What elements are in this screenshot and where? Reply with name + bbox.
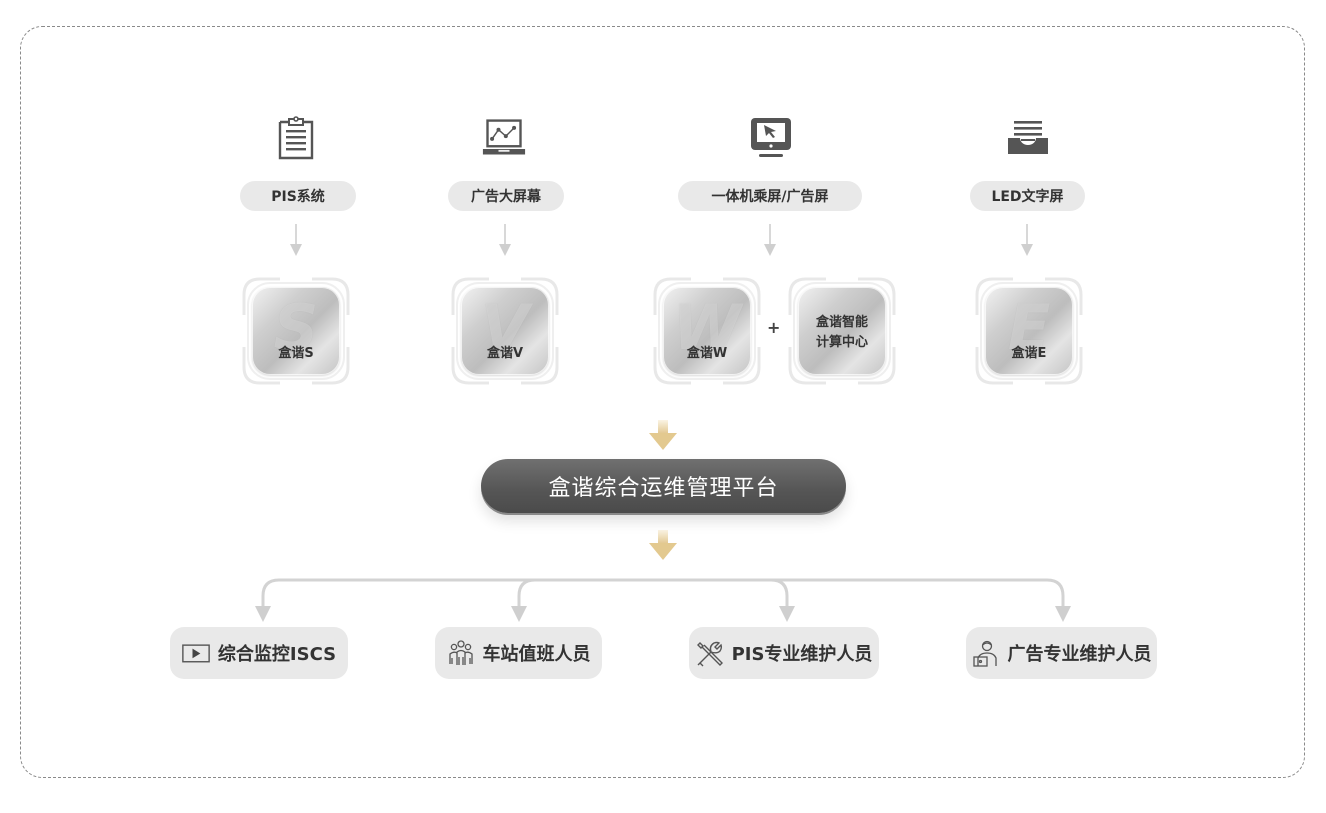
source-pill-ad-screen: 广告大屏幕	[448, 181, 564, 211]
monitor-cursor-icon	[751, 118, 791, 157]
chip-label-line2: 计算中心	[815, 335, 868, 350]
laptop-chart-icon	[482, 119, 526, 155]
plus-sign: +	[767, 318, 781, 337]
chip-label: 盒谐W	[686, 346, 728, 361]
chip-letter: W	[672, 291, 742, 364]
chip-label: 盒谐V	[486, 346, 524, 361]
product-chip-w: W 盒谐W	[651, 275, 763, 387]
product-chip-s: S 盒谐S	[240, 275, 352, 387]
diagram-frame	[20, 26, 1305, 778]
inbox-tray-icon	[1008, 121, 1048, 154]
role-box-iscs: 综合监控ISCS	[170, 627, 348, 679]
chip-label: 盒谐S	[278, 346, 314, 361]
source-pill-pis: PIS系统	[240, 181, 356, 211]
role-label: 车站值班人员	[482, 644, 591, 665]
arrow-down-icon	[499, 224, 511, 256]
role-label: 综合监控ISCS	[217, 644, 337, 665]
tools-icon	[696, 641, 723, 667]
role-box-ad-maintenance: 广告专业维护人员	[966, 627, 1157, 679]
product-chip-compute-center: 盒谐智能 计算中心	[786, 275, 898, 387]
source-pill-led: LED文字屏	[970, 181, 1085, 211]
product-chip-v: V 盒谐V	[449, 275, 561, 387]
play-video-icon	[182, 644, 210, 663]
role-box-station-staff: 车站值班人员	[435, 627, 602, 679]
arrow-down-icon	[290, 224, 302, 256]
gold-arrow-down-icon	[649, 420, 677, 450]
chip-label: 盒谐E	[1011, 346, 1047, 361]
role-label: 广告专业维护人员	[1007, 644, 1152, 665]
people-group-icon	[448, 640, 473, 665]
chip-letter: V	[481, 291, 529, 364]
source-pill-kiosk: 一体机乘屏/广告屏	[678, 181, 862, 211]
arrow-down-icon	[1021, 224, 1033, 256]
product-chip-e: E 盒谐E	[973, 275, 1085, 387]
gold-arrow-down-icon	[649, 530, 677, 560]
arrow-down-icon	[764, 224, 776, 256]
platform-banner: 盒谐综合运维管理平台	[481, 459, 846, 513]
clipboard-icon	[278, 116, 314, 160]
role-label: PIS专业维护人员	[731, 644, 873, 665]
chip-letter: S	[273, 291, 319, 364]
chip-letter: E	[1007, 291, 1051, 364]
person-laptop-icon	[972, 640, 997, 667]
role-box-pis-maintenance: PIS专业维护人员	[689, 627, 879, 679]
chip-label-line1: 盒谐智能	[815, 315, 868, 330]
